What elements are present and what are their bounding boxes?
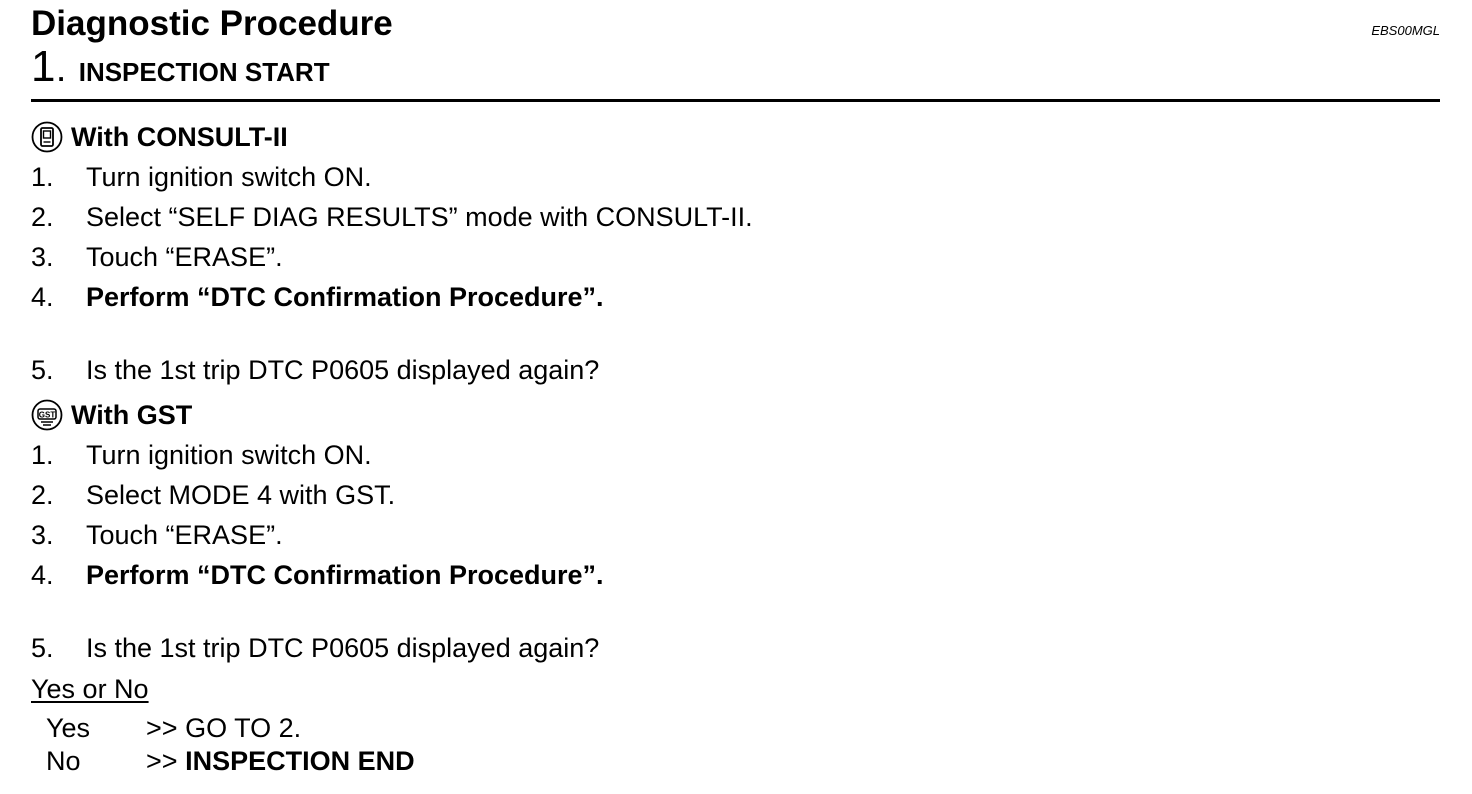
list-number: 2. [31, 480, 54, 510]
gst-section-heading: GST With GST [31, 399, 192, 431]
consult-section-title: With CONSULT-II [71, 122, 288, 152]
list-number: 1. [31, 162, 54, 192]
answer-action-text: GO TO 2. [185, 713, 302, 743]
list-text: Is the 1st trip DTC P0605 displayed agai… [86, 633, 600, 663]
answer-action-text: INSPECTION END [185, 746, 415, 776]
list-number: 1. [31, 440, 54, 470]
document-code: EBS00MGL [1371, 23, 1440, 38]
list-number: 4. [31, 282, 54, 312]
heading-divider [31, 99, 1440, 102]
list-number: 3. [31, 242, 54, 272]
step-heading: 1 . INSPECTION START [31, 45, 330, 89]
list-number: 4. [31, 560, 54, 590]
list-text: Turn ignition switch ON. [86, 162, 372, 192]
list-number: 3. [31, 520, 54, 550]
answer-action: >> GO TO 2. [146, 712, 301, 744]
list-text: Is the 1st trip DTC P0605 displayed agai… [86, 355, 600, 385]
page-title: Diagnostic Procedure [31, 4, 393, 43]
list-text: Select MODE 4 with GST. [86, 480, 396, 510]
list-text: Touch “ERASE”. [86, 520, 283, 550]
list-text: Touch “ERASE”. [86, 242, 283, 272]
gst-section-title: With GST [71, 400, 193, 430]
list-text: Perform “DTC Confirmation Procedure”. [86, 282, 604, 312]
answer-key: Yes [46, 713, 91, 743]
answer-action: >> INSPECTION END [146, 745, 415, 777]
list-text: Turn ignition switch ON. [86, 440, 372, 470]
list-number: 5. [31, 355, 54, 385]
step-label: INSPECTION START [78, 57, 330, 87]
answer-key: No [46, 746, 81, 776]
list-number: 5. [31, 633, 54, 663]
yes-or-no-heading: Yes or No [31, 674, 149, 704]
gst-icon: GST [31, 399, 63, 431]
svg-text:GST: GST [39, 411, 56, 420]
list-number: 2. [31, 202, 54, 232]
list-text: Select “SELF DIAG RESULTS” mode with CON… [86, 202, 753, 232]
consult-section-heading: With CONSULT-II [31, 121, 288, 153]
list-text: Perform “DTC Confirmation Procedure”. [86, 560, 604, 590]
answer-arrow: >> [146, 746, 178, 776]
step-number: 1 [31, 42, 56, 91]
step-number-dot: . [57, 57, 65, 87]
answer-arrow: >> [146, 713, 178, 743]
consult-ii-icon [31, 121, 63, 153]
